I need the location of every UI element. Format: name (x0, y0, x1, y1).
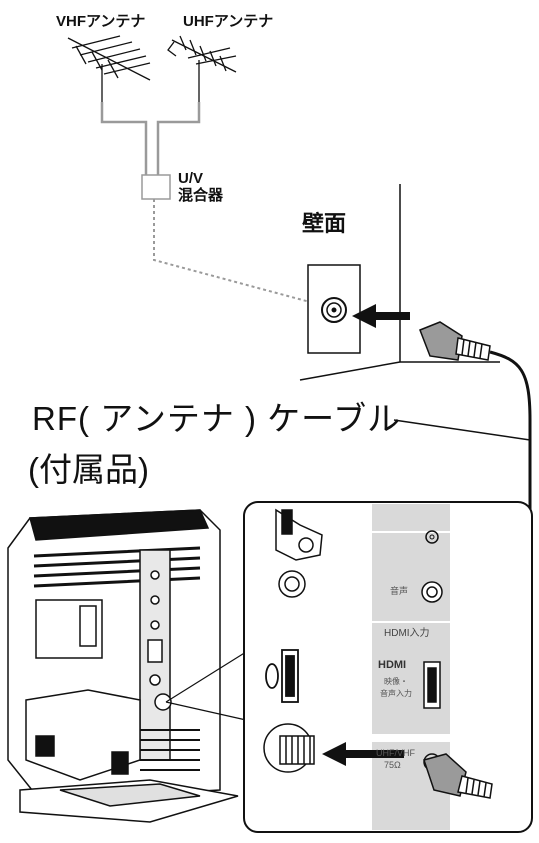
tv-body (7, 509, 239, 823)
uv-mixer-box (141, 174, 171, 200)
antenna-feed-lines (100, 102, 201, 175)
panel-hdmi-desc-line1: 映像・ (384, 676, 408, 686)
vhf-antenna-icon (67, 35, 151, 102)
panel-small-jack-icon (421, 530, 443, 603)
mixer-label-line2: 混合器 (178, 187, 224, 204)
vhf-antenna-label: VHFアンテナ (56, 13, 146, 30)
audio-jack-icon (278, 570, 306, 598)
uhf-antenna-icon (167, 35, 237, 102)
antenna-input-connector-icon (263, 723, 315, 773)
svideo-connector-icon (275, 508, 323, 561)
uv-mixer-label: U/V 混合器 (178, 170, 223, 204)
callout-lines (165, 651, 247, 721)
wall-socket-connector-icon (321, 297, 347, 323)
wall-outline (299, 184, 500, 381)
panel-audio-label: 音声 (390, 585, 408, 596)
accessory-label: (付属品) (28, 451, 149, 488)
panel-hdmi-logo: HDMI (378, 659, 406, 671)
rf-cable-label: RF( アンテナ ) ケーブル (32, 400, 402, 437)
panel-antenna-line2: 75Ω (384, 760, 401, 770)
panel-antenna-line1: UHF/VHF (376, 748, 415, 758)
tv-arrow-icon (322, 742, 404, 766)
uhf-antenna-label: UHFアンテナ (183, 13, 274, 30)
wall-plug-icon (419, 321, 491, 361)
wall-label: 壁面 (302, 211, 347, 236)
panel-hdmi-desc-line2: 音声入力 (380, 688, 412, 698)
dotted-connection (153, 199, 311, 303)
panel-hdmi-port-icon (423, 661, 441, 709)
panel-hdmi-input-label: HDMI入力 (384, 626, 430, 639)
wall-arrow-icon (352, 304, 410, 328)
rf-label-leader (393, 419, 531, 441)
mixer-label-line1: U/V (178, 170, 204, 187)
tv-plug-icon (423, 753, 493, 799)
panel-dividers (372, 531, 450, 623)
hdmi-port-icon (265, 649, 299, 703)
